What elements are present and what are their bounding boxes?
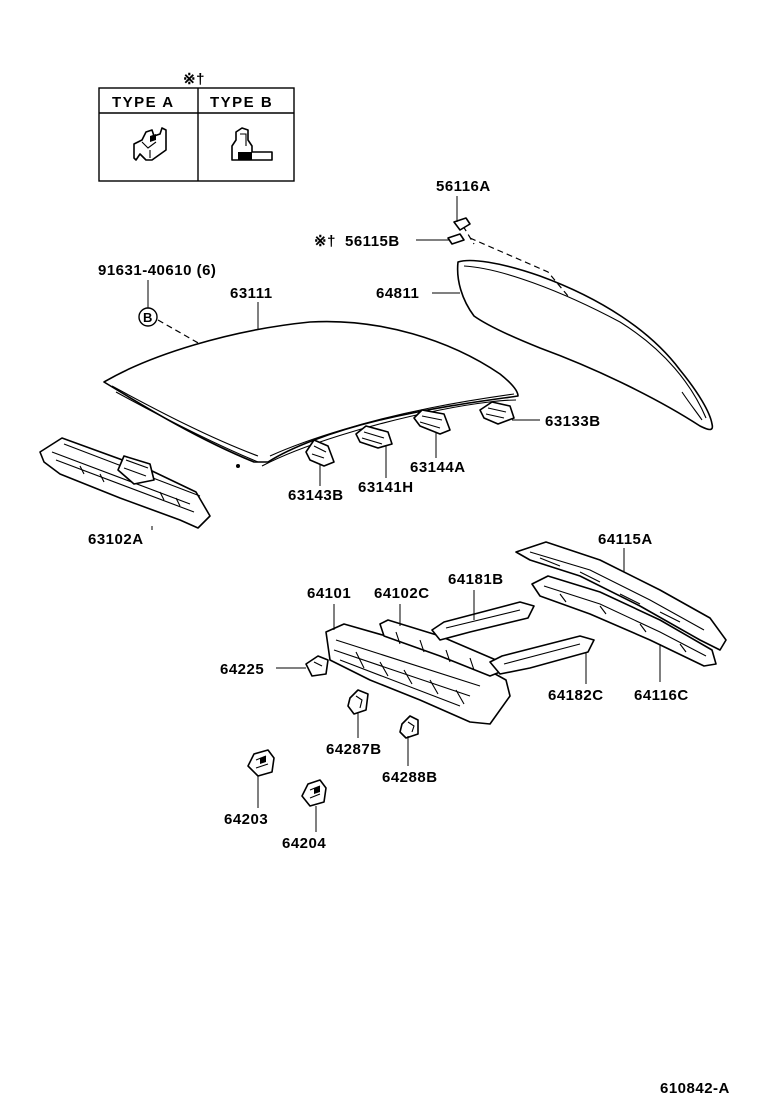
- label-64204: 64204: [282, 835, 326, 852]
- front-header-panel: [39, 437, 211, 529]
- label-64181b: 64181B: [448, 571, 504, 588]
- label-64288b: 64288B: [382, 769, 438, 786]
- bracket-64225: [305, 655, 329, 677]
- label-91631-40610: 91631-40610 (6): [98, 262, 216, 279]
- tray-reinforcement-64182c: [489, 635, 595, 675]
- legend-type-b-label: TYPE B: [210, 94, 273, 111]
- label-64101: 64101: [307, 585, 351, 602]
- label-64115a: 64115A: [598, 531, 653, 548]
- bracket-64288b: [399, 715, 419, 739]
- label-63143b: 63143B: [288, 487, 344, 504]
- type-b-clip-icon: [231, 127, 273, 161]
- package-tray-panel: [325, 623, 511, 725]
- bracket-64287b: [347, 689, 369, 715]
- clip-56116a-part: [453, 217, 471, 231]
- legend-note-mark: ※†: [183, 71, 205, 88]
- clip-type-b-marker: B: [138, 307, 158, 327]
- roof-bow-63144a: [413, 409, 451, 435]
- back-window-glass: [456, 259, 714, 431]
- bracket-64204: [301, 779, 327, 807]
- label-64203: 64203: [224, 811, 268, 828]
- label-64116c: 64116C: [634, 687, 689, 704]
- legend-type-a-label: TYPE A: [112, 94, 175, 111]
- label-63133b: 63133B: [545, 413, 601, 430]
- clip-dashed-leader: [462, 225, 475, 245]
- clip-56115b-part: [447, 233, 465, 245]
- tray-reinforcement-64181b: [431, 601, 535, 641]
- label-63144a: 63144A: [410, 459, 466, 476]
- glass-clip-dashed-leader: [469, 237, 569, 297]
- clip-type-legend: ※† TYPE A TYPE B: [98, 71, 295, 182]
- b-marker-letter: B: [143, 310, 152, 325]
- rear-rail-lower: [531, 575, 717, 667]
- label-56116a: 56116A: [436, 178, 491, 195]
- figure-code: 610842-A: [660, 1080, 730, 1097]
- label-56115b-mark: ※†: [314, 233, 336, 250]
- legend-frame: [98, 87, 295, 182]
- label-64102c: 64102C: [374, 585, 430, 602]
- label-64287b: 64287B: [326, 741, 382, 758]
- part-number-labels: 56116A ※† 56115B 91631-40610 (6) 63111 6…: [88, 178, 730, 1097]
- roof-bow-63141h: [355, 425, 393, 449]
- label-56115b: 56115B: [345, 233, 400, 250]
- label-63141h: 63141H: [358, 479, 414, 496]
- label-63102a: 63102A: [88, 531, 144, 548]
- bracket-64203: [247, 749, 275, 777]
- label-64182c: 64182C: [548, 687, 604, 704]
- roof-bow-63133b: [479, 401, 515, 425]
- rear-rail-upper: [515, 541, 727, 651]
- label-64811: 64811: [376, 285, 419, 302]
- type-a-clip-icon: [133, 127, 167, 161]
- label-64225: 64225: [220, 661, 264, 678]
- roof-bow-63143b: [305, 439, 335, 467]
- leader-lines: [147, 196, 661, 832]
- label-63111: 63111: [230, 285, 273, 302]
